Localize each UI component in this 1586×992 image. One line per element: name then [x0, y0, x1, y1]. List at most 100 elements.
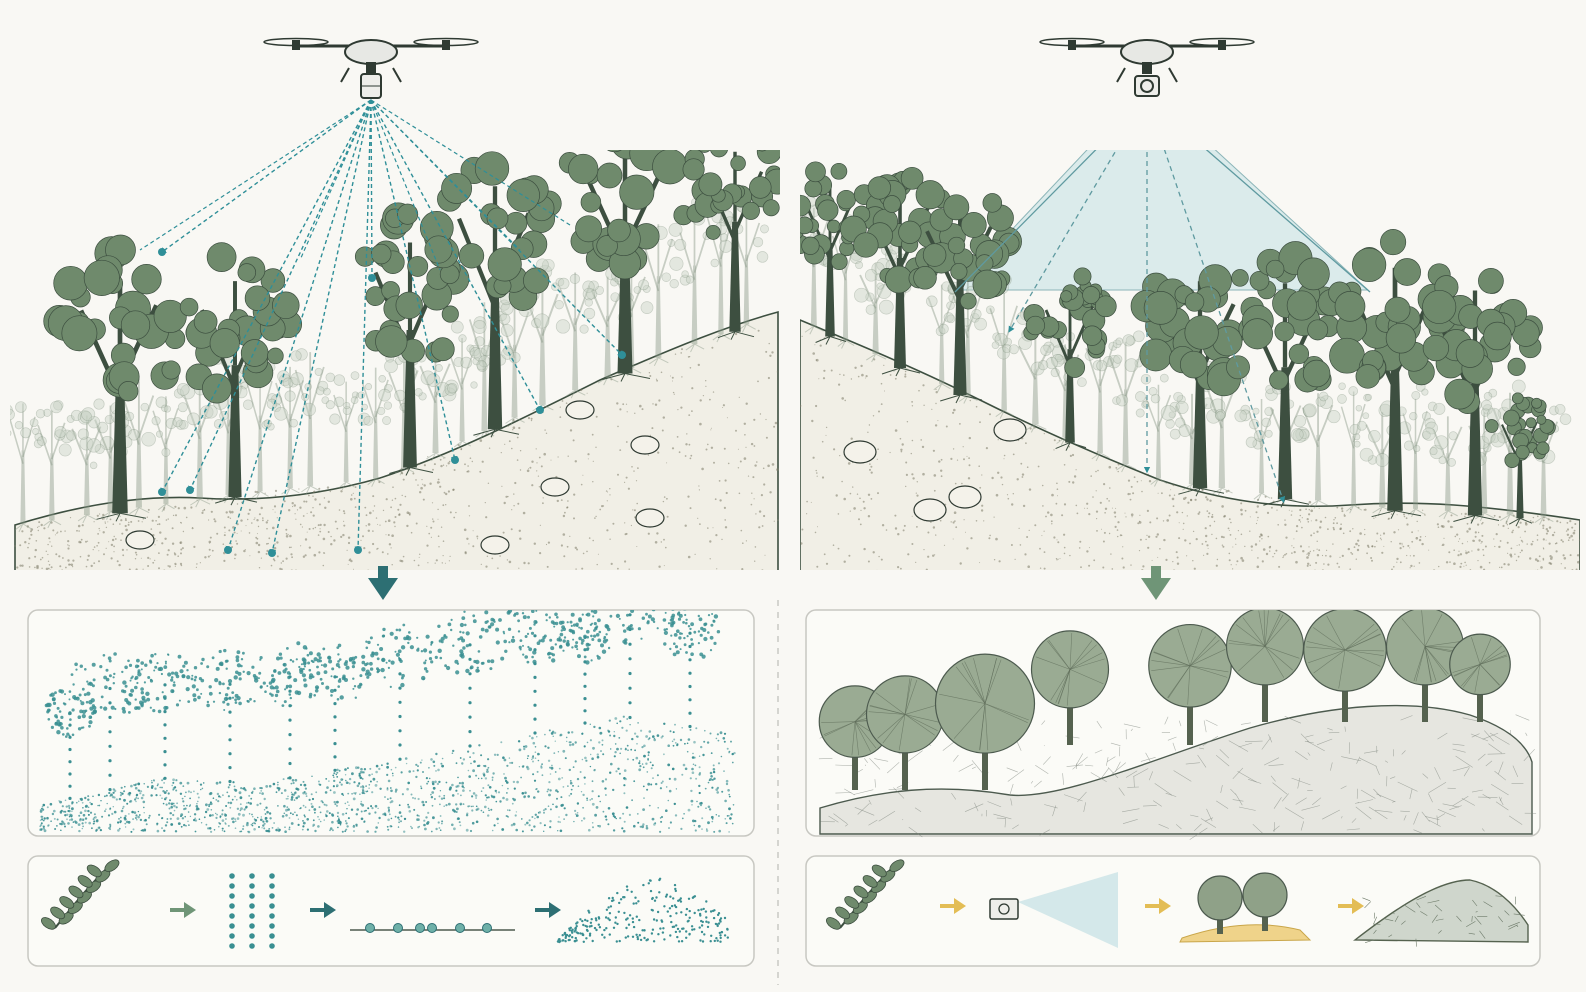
- leaf-cluster: [444, 383, 457, 396]
- ground-dot: [306, 531, 308, 533]
- leaf-cluster: [668, 222, 683, 237]
- roots: [389, 467, 434, 476]
- ground-dot: [1127, 492, 1130, 496]
- cloud-point: [581, 819, 583, 822]
- cloud-point: [325, 778, 328, 780]
- cloud-point: [439, 803, 441, 806]
- ground-dot: [1574, 523, 1577, 525]
- ground-dot: [1063, 546, 1066, 549]
- cloud-point: [345, 779, 347, 782]
- trunk: [729, 221, 741, 332]
- cloud-point: [384, 813, 387, 817]
- cloud-point: [348, 777, 352, 781]
- ground-dot: [1075, 504, 1078, 507]
- ground-dot: [1363, 509, 1365, 511]
- cloud-point: [219, 816, 222, 819]
- canopy-point: [114, 707, 117, 711]
- cloud-point: [236, 817, 240, 820]
- ground-dot: [817, 526, 818, 528]
- right-terrain: [800, 319, 1580, 570]
- leaf-cluster: [1429, 447, 1438, 456]
- cloud-point: [651, 817, 655, 821]
- ground-dot: [1424, 514, 1426, 516]
- ground-dot: [848, 554, 851, 557]
- ground-dot: [624, 481, 626, 483]
- canopy-point: [307, 661, 311, 665]
- ground-dot: [1090, 475, 1092, 477]
- trunk: [487, 280, 503, 430]
- leaf-cluster: [1135, 391, 1146, 402]
- trunk-point: [228, 710, 232, 714]
- cloud-point: [482, 787, 485, 789]
- canopy-point: [302, 658, 307, 663]
- cloud-point: [212, 797, 215, 799]
- ground-dot: [859, 523, 862, 526]
- cloud-point: [118, 818, 120, 820]
- ground-dot: [1571, 569, 1574, 570]
- ground-dot: [1285, 536, 1288, 539]
- ground-dot: [872, 415, 875, 417]
- cloud-point: [256, 816, 259, 819]
- ground-dot: [39, 571, 42, 574]
- ground-dot: [158, 567, 160, 570]
- canopy-point: [382, 627, 386, 632]
- cloud-point: [221, 813, 224, 816]
- ground-dot: [743, 457, 747, 460]
- cloud-point: [172, 813, 175, 817]
- ground-dot: [823, 553, 826, 556]
- cloud-point: [251, 824, 254, 827]
- leaf-cluster: [756, 150, 780, 165]
- cloud-point: [337, 821, 341, 824]
- cloud-point: [272, 782, 276, 786]
- roots: [1534, 516, 1554, 525]
- ground-dot: [628, 568, 630, 570]
- ground-dot: [870, 465, 873, 468]
- cloud-point: [245, 823, 249, 827]
- leaf-cluster: [997, 346, 1010, 360]
- ground-dot: [260, 557, 262, 559]
- ground-dot: [545, 543, 548, 546]
- background-tree: [350, 367, 393, 487]
- cloud-point: [265, 785, 269, 788]
- canopy-point: [186, 675, 191, 680]
- ground-dot: [759, 413, 762, 415]
- ground-dot: [1012, 493, 1014, 495]
- camera-drone: [1039, 37, 1255, 97]
- ground-dot: [1173, 569, 1176, 570]
- ground-dot: [255, 536, 258, 539]
- ground-dot: [330, 535, 332, 538]
- ground-dot: [765, 350, 768, 353]
- ground-dot: [773, 520, 775, 522]
- cloud-point: [175, 779, 178, 782]
- canopy-point: [423, 661, 427, 665]
- ground-dot: [268, 537, 271, 540]
- ground-dot: [1171, 497, 1175, 501]
- cloud-point: [676, 743, 679, 746]
- ground-dot: [1025, 442, 1027, 445]
- ground-dot: [1315, 519, 1318, 522]
- cloud-point: [286, 806, 289, 808]
- ground-dot: [774, 421, 778, 425]
- ground-dot: [1350, 551, 1352, 554]
- cloud-point: [614, 751, 617, 754]
- ground-dot: [168, 565, 171, 568]
- cloud-point: [520, 776, 522, 779]
- cloud-point: [705, 807, 707, 809]
- canopy-point: [177, 654, 182, 659]
- leaf-cluster: [946, 314, 956, 324]
- roots: [1116, 463, 1137, 473]
- cloud-point: [407, 781, 411, 785]
- leaf-cluster: [1484, 419, 1499, 433]
- leaf-cluster: [240, 339, 269, 367]
- ground-dot: [1307, 562, 1310, 565]
- ground-dot: [301, 526, 303, 528]
- branches: [448, 338, 476, 390]
- ground-dot: [529, 466, 532, 469]
- cloud-point: [113, 810, 117, 814]
- cloud-point: [306, 818, 310, 821]
- leaf-cluster: [131, 264, 162, 295]
- ground-dot: [442, 464, 445, 466]
- ground-dot: [126, 549, 128, 551]
- ground-dot: [317, 524, 320, 527]
- cloud-point: [716, 791, 719, 794]
